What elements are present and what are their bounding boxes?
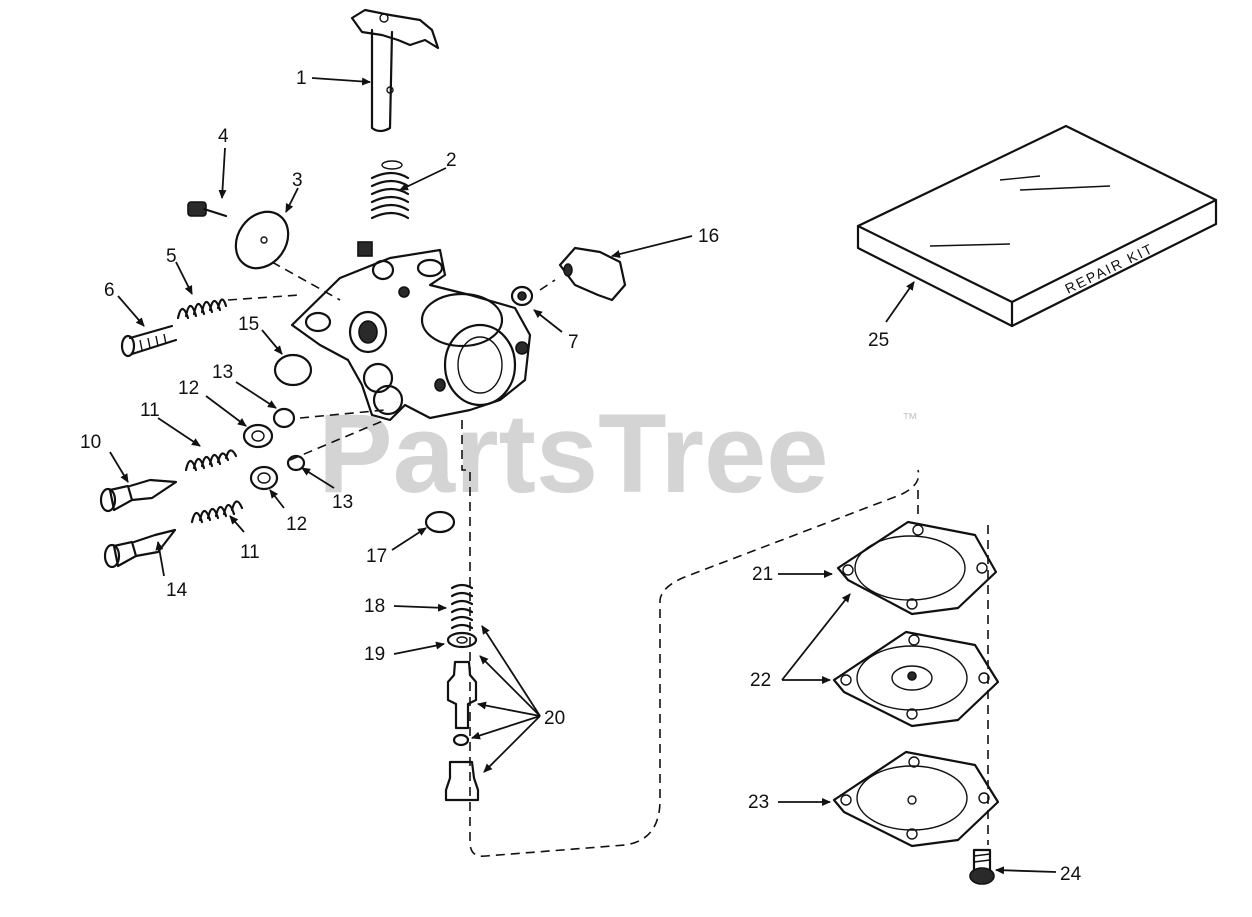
- throttle-shaft-part: [350, 8, 440, 133]
- gasket-23-part: [832, 750, 1000, 848]
- callout-20: 20: [544, 708, 565, 729]
- callout-13-upper: 13: [212, 362, 233, 383]
- repair-kit-box: REPAIR KIT: [856, 124, 1218, 328]
- callout-2: 2: [446, 150, 457, 171]
- callout-18: 18: [364, 596, 385, 617]
- callout-13-lower: 13: [332, 492, 353, 513]
- watermark-text: PartsTree: [318, 391, 829, 516]
- throttle-plate-part: [234, 210, 290, 270]
- callout-15: 15: [238, 314, 259, 335]
- callout-24: 24: [1060, 864, 1082, 885]
- leader-arrows: [109, 77, 1057, 875]
- callout-10: 10: [80, 432, 101, 453]
- welch-plug-small-part: [424, 510, 456, 534]
- callout-12-upper: 12: [178, 378, 199, 399]
- main-needle-part: [99, 478, 178, 513]
- watermark-trademark: ™: [902, 411, 918, 428]
- callout-11-upper: 11: [140, 400, 160, 421]
- callout-6: 6: [104, 280, 115, 301]
- needle-springs-part: [184, 449, 244, 524]
- callout-16: 16: [698, 226, 719, 247]
- washers-and-orings: [242, 407, 306, 491]
- callout-12-lower: 12: [286, 514, 307, 535]
- callout-labels: 1 2 3 4 5 6 7 10 11 11 12 12 13 13 14 15…: [80, 68, 1082, 885]
- callout-14: 14: [166, 580, 188, 601]
- callout-11-lower: 11: [240, 542, 260, 563]
- diaphragm-22-part: [832, 630, 1000, 728]
- cover-screw-part: [969, 848, 995, 885]
- assembly-dashed-lines: [227, 261, 989, 858]
- fitting-nut-part: [510, 285, 534, 307]
- carburetor-body-part: [290, 241, 532, 422]
- gasket-21-part: [836, 520, 998, 616]
- callout-21: 21: [752, 564, 773, 585]
- callout-4: 4: [218, 126, 229, 147]
- callout-22: 22: [750, 670, 771, 691]
- callout-1: 1: [296, 68, 307, 89]
- idle-spring-part: [176, 298, 228, 320]
- callout-23: 23: [748, 792, 769, 813]
- callout-25: 25: [868, 330, 889, 351]
- welch-plug-part: [273, 353, 313, 387]
- callout-17: 17: [366, 546, 387, 567]
- repair-kit-label: REPAIR KIT: [1062, 240, 1156, 297]
- callout-19: 19: [364, 644, 385, 665]
- inlet-needle-assembly: [444, 583, 480, 802]
- callout-3: 3: [292, 170, 303, 191]
- idle-screw-part: [120, 324, 178, 358]
- plate-screw-part: [187, 201, 228, 218]
- throttle-spring-part: [370, 160, 410, 220]
- idle-needle-part: [103, 528, 177, 569]
- elbow-fitting-part: [558, 246, 627, 302]
- callout-5: 5: [166, 246, 177, 267]
- callout-7: 7: [568, 332, 579, 353]
